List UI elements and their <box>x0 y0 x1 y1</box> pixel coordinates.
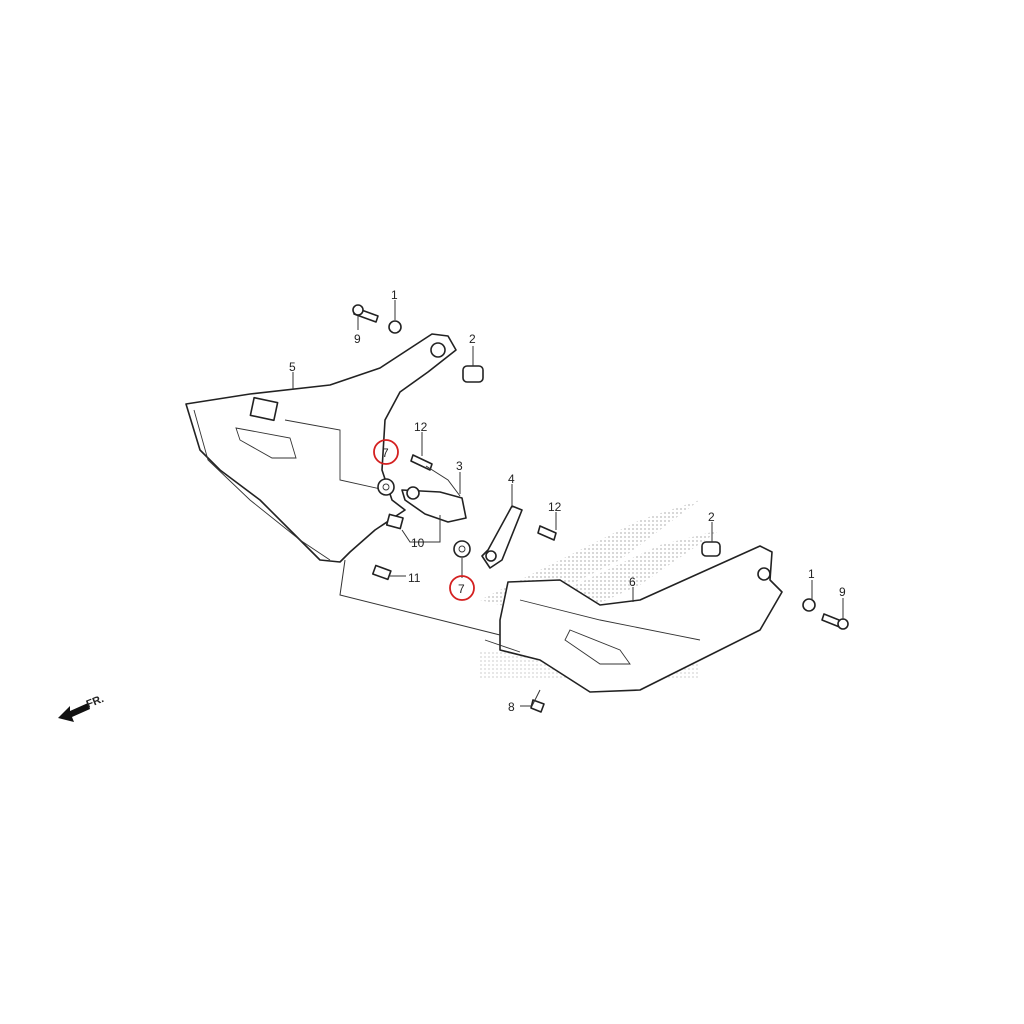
callout-6: 6 <box>629 575 636 589</box>
leader-lines <box>292 300 844 707</box>
callout-8: 8 <box>508 700 515 714</box>
left-cover-part-5 <box>185 333 457 563</box>
callout-3: 3 <box>456 459 463 473</box>
callout-1: 1 <box>808 567 815 581</box>
callout-9: 9 <box>354 332 361 346</box>
callout-11: 11 <box>408 571 421 585</box>
hardware <box>352 304 849 713</box>
front-label: FR. <box>85 693 106 711</box>
callout-10: 10 <box>411 536 425 550</box>
right-cover-part-6 <box>484 545 783 693</box>
callout-9: 9 <box>839 585 846 599</box>
callout-12: 12 <box>548 500 562 514</box>
front-direction-arrow: FR. <box>58 693 106 722</box>
callout-7: 7 <box>382 446 389 460</box>
highlight-circle <box>373 439 399 465</box>
callout-5: 5 <box>289 360 296 374</box>
callout-4: 4 <box>508 472 515 486</box>
highlight-circle <box>449 575 475 601</box>
callout-1: 1 <box>391 288 398 302</box>
callout-2: 2 <box>708 510 715 524</box>
callout-7: 7 <box>458 582 465 596</box>
arrow-icon <box>58 703 90 722</box>
callout-12: 12 <box>414 420 428 434</box>
callouts: 1 9 2 5 12 3 7 4 12 2 10 11 7 6 1 9 8 <box>289 288 846 714</box>
callout-2: 2 <box>469 332 476 346</box>
